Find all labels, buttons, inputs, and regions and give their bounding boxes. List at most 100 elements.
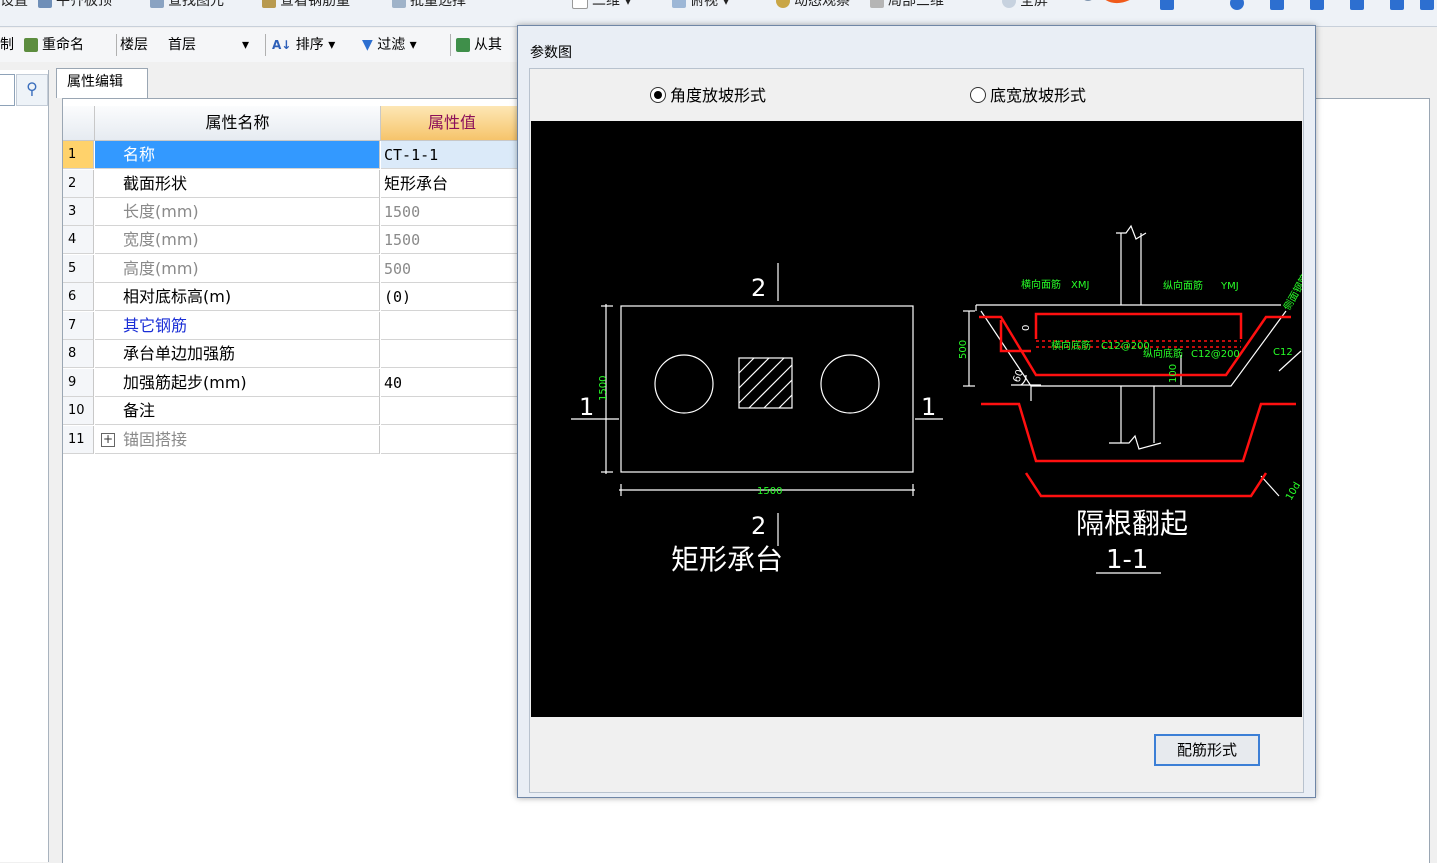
row-name: 长度(mm) bbox=[95, 198, 380, 226]
label-top-y-code: YMJ bbox=[1220, 281, 1239, 292]
tab-property-edit[interactable]: 属性编辑 bbox=[56, 68, 148, 98]
label-side-code: C12 bbox=[1273, 347, 1293, 358]
table-row[interactable]: 8 承台单边加强筋 bbox=[63, 340, 523, 369]
copy-from-icon bbox=[456, 38, 470, 52]
radio-unselected-icon bbox=[970, 87, 986, 103]
row-value-input[interactable] bbox=[381, 426, 523, 454]
row-name: 加强筋起步(mm) bbox=[95, 369, 380, 397]
radio-angle-slope[interactable]: 角度放坡形式 bbox=[650, 85, 766, 107]
toolbar-batch-select-button[interactable]: 批量选择 bbox=[392, 0, 466, 11]
row-value-input[interactable]: CT-1-1 bbox=[381, 141, 523, 169]
component-list-panel bbox=[0, 70, 49, 862]
label-top-x-rebar: 横向面筋 bbox=[1021, 278, 1061, 291]
table-row[interactable]: 5 高度(mm) 500 bbox=[63, 255, 523, 284]
row-value-input[interactable] bbox=[381, 312, 523, 340]
fit-view-icon[interactable] bbox=[1350, 0, 1364, 10]
copy-from-label: 从其 bbox=[474, 37, 502, 53]
row-value-input[interactable]: (0) bbox=[381, 283, 523, 311]
filter-button[interactable]: ▼ 过滤 ▾ bbox=[362, 37, 417, 53]
table-row[interactable]: 1 名称 CT-1-1 bbox=[63, 141, 523, 170]
table-row[interactable]: 2 截面形状 矩形承台 bbox=[63, 170, 523, 199]
rotate-icon[interactable] bbox=[1230, 0, 1244, 10]
toolbar-icon-row bbox=[1150, 0, 1437, 10]
row-number: 6 bbox=[63, 283, 94, 311]
row-number: 4 bbox=[63, 226, 94, 254]
table-row[interactable]: 9 加强筋起步(mm) 40 bbox=[63, 369, 523, 398]
dim-plan-length: 1500 bbox=[757, 486, 782, 497]
section-label: 1-1 bbox=[1106, 545, 1148, 575]
toolbar-view-rebar-button[interactable]: 查看钢筋量 bbox=[262, 0, 350, 11]
table-row[interactable]: 7 其它钢筋 bbox=[63, 312, 523, 341]
table-row[interactable]: 6 相对底标高(m) (0) bbox=[63, 283, 523, 312]
floor-label: 楼层 bbox=[120, 37, 148, 53]
label-bottom-x-code: C12@200 bbox=[1101, 341, 1150, 352]
zoom-search-icon[interactable] bbox=[1080, 0, 1140, 10]
row-name: 宽度(mm) bbox=[95, 226, 380, 254]
copy-from-other-button[interactable]: 从其 bbox=[456, 35, 502, 55]
pile-cap-outline bbox=[620, 305, 914, 473]
toolbar-top-view-button[interactable]: 俯视 ▾ bbox=[672, 0, 729, 11]
table-row[interactable]: 4 宽度(mm) 1500 bbox=[63, 226, 523, 255]
view-rebar-icon bbox=[262, 0, 276, 8]
row-value-input[interactable]: 40 bbox=[381, 369, 523, 397]
search-input[interactable] bbox=[0, 74, 15, 106]
label-top-x-code: XMJ bbox=[1071, 280, 1089, 291]
toolbar-align-top-button[interactable]: 平齐板顶 bbox=[38, 0, 112, 11]
rename-button[interactable]: 重命名 bbox=[24, 35, 84, 55]
toolbar-settings-button[interactable]: 设置 bbox=[0, 0, 28, 11]
filter-icon: ▼ bbox=[362, 37, 373, 53]
pile-circle-left bbox=[654, 354, 714, 414]
dim-plan-width: 1500 bbox=[598, 376, 609, 401]
row-value-input[interactable]: 矩形承台 bbox=[381, 170, 523, 198]
pan-icon[interactable] bbox=[1270, 0, 1284, 10]
row-value-input[interactable]: 500 bbox=[381, 255, 523, 283]
search-icon: ⚲ bbox=[26, 79, 38, 98]
filter-label: 过滤 bbox=[377, 37, 406, 53]
toolbar-fullscreen-button[interactable]: 全屏 bbox=[1002, 0, 1048, 11]
radio-width-slope[interactable]: 底宽放坡形式 bbox=[970, 85, 1086, 107]
toolbar-orbit-button[interactable]: 动态观察 bbox=[776, 0, 850, 11]
arrow-icon[interactable] bbox=[1160, 0, 1174, 10]
toolbar-separator bbox=[116, 34, 117, 56]
floor-select[interactable]: 首层▾ bbox=[168, 35, 258, 55]
row-name: 相对底标高(m) bbox=[95, 283, 380, 311]
row-number: 10 bbox=[63, 397, 94, 425]
expand-plus-icon[interactable]: + bbox=[101, 432, 115, 447]
header-property-name[interactable]: 属性名称 bbox=[95, 106, 381, 141]
header-property-value[interactable]: 属性值 bbox=[381, 106, 524, 141]
column-hatched bbox=[738, 357, 793, 409]
orbit-icon bbox=[776, 0, 790, 8]
plan-caption: 矩形承台 bbox=[671, 543, 783, 576]
window-zoom-icon[interactable] bbox=[1310, 0, 1324, 10]
help-icon[interactable] bbox=[1420, 0, 1434, 10]
rebar-form-button[interactable]: 配筋形式 bbox=[1154, 734, 1260, 766]
parameter-drawing: 横向面筋 XMJ 纵向面筋 YMJ 横向底筋 C12@200 纵向底筋 C12@… bbox=[571, 224, 1312, 576]
row-value-input[interactable]: 1500 bbox=[381, 226, 523, 254]
copy-button[interactable]: 制 bbox=[0, 35, 14, 55]
pile-circle-right bbox=[820, 354, 880, 414]
search-button[interactable]: ⚲ bbox=[16, 74, 48, 106]
dim-10d: 10d bbox=[1284, 480, 1302, 502]
sort-label: 排序 bbox=[295, 37, 324, 53]
label-bottom-x-rebar: 横向底筋 bbox=[1051, 339, 1091, 352]
toolbar-2d-dropdown[interactable]: 二维 ▾ bbox=[572, 0, 631, 11]
table-row[interactable]: 3 长度(mm) 1500 bbox=[63, 198, 523, 227]
sort-button[interactable]: A↓ 排序 ▾ bbox=[272, 37, 336, 53]
rename-icon bbox=[24, 38, 38, 52]
measure-icon[interactable] bbox=[1390, 0, 1404, 10]
row-value-input[interactable] bbox=[381, 340, 523, 368]
row-number: 7 bbox=[63, 312, 94, 340]
table-row[interactable]: 11 +锚固搭接 bbox=[63, 426, 523, 455]
param-diagram-dialog: 参数图 角度放坡形式 底宽放坡形式 bbox=[517, 25, 1316, 798]
toolbar-local-3d-button[interactable]: 局部三维 bbox=[870, 0, 944, 11]
toolbar-find-element-button[interactable]: 查找图元 bbox=[150, 0, 224, 11]
radio-selected-icon bbox=[650, 87, 666, 103]
row-value-input[interactable] bbox=[381, 397, 523, 425]
row-number: 9 bbox=[63, 369, 94, 397]
row-value-input[interactable]: 1500 bbox=[381, 198, 523, 226]
row-number: 11 bbox=[63, 426, 94, 454]
table-row[interactable]: 10 备注 bbox=[63, 397, 523, 426]
zoom-search-icon-svg bbox=[1084, 0, 1130, 3]
label-bottom-y-rebar: 纵向底筋 bbox=[1143, 347, 1183, 360]
copy-label: 制 bbox=[0, 37, 14, 53]
